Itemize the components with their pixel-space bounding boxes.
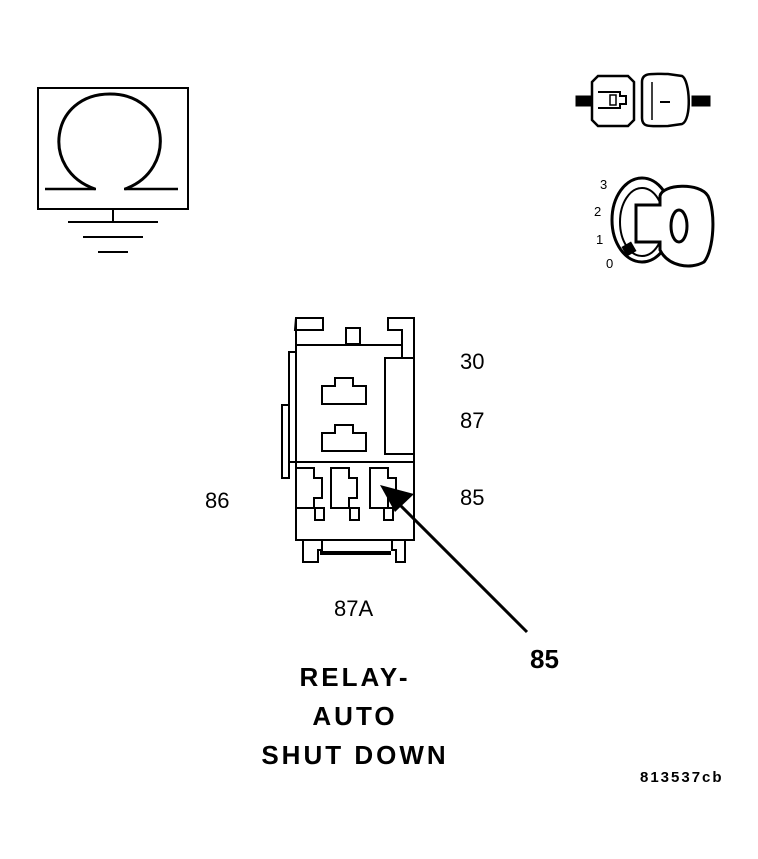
pin-label-30: 30 xyxy=(460,349,484,374)
pin-label-87: 87 xyxy=(460,408,484,433)
ignition-position-0: 0 xyxy=(606,256,613,271)
ignition-position-3: 3 xyxy=(600,177,607,192)
relay-title: RELAY- AUTO SHUT DOWN xyxy=(261,662,448,770)
connector-icon xyxy=(575,72,711,128)
pin-label-86: 86 xyxy=(205,488,229,513)
ignition-position-labels: 3 2 1 0 xyxy=(594,177,613,271)
title-line-1: RELAY- xyxy=(300,662,411,692)
pin-label-87a: 87A xyxy=(334,596,373,621)
ignition-position-2: 2 xyxy=(594,204,601,219)
ohm-ground-icon xyxy=(37,87,189,253)
title-line-2: AUTO xyxy=(312,701,397,731)
title-line-3: SHUT DOWN xyxy=(261,740,448,770)
pin-label-85: 85 xyxy=(460,485,484,510)
ignition-key-icon xyxy=(610,176,715,268)
callout-arrow xyxy=(380,485,529,634)
figure-code: 813537cb xyxy=(640,769,724,786)
callout-label: 85 xyxy=(530,644,559,674)
relay-body xyxy=(281,317,415,563)
ignition-position-1: 1 xyxy=(596,232,603,247)
